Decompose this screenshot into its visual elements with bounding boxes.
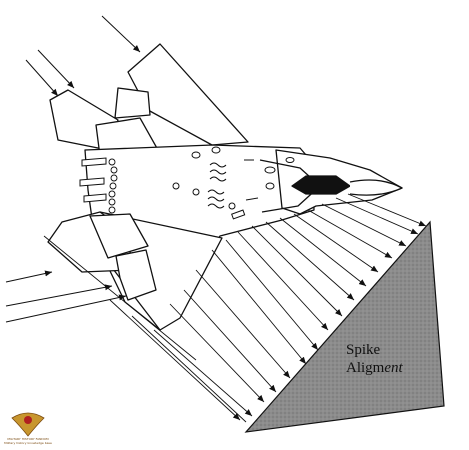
aircraft-planform bbox=[47, 43, 403, 331]
spike-label-line2: Aligment bbox=[346, 360, 403, 377]
side-blades bbox=[79, 157, 107, 203]
surface-details bbox=[172, 146, 295, 220]
logo-subtitle: Military history knowledge base bbox=[4, 441, 52, 445]
logo-caption: MILITARY HISTORY FANDOM Military history… bbox=[4, 437, 52, 445]
upper-tail-fin-base bbox=[114, 87, 151, 119]
lower-stabilizer bbox=[115, 249, 157, 301]
spike-label-roman: Aligm bbox=[346, 360, 385, 376]
nose-cone bbox=[349, 179, 403, 196]
eagle-emblem-icon bbox=[11, 412, 45, 437]
spike-label-italic: ent bbox=[384, 360, 403, 376]
spike-alignment-triangle bbox=[244, 220, 445, 433]
edge-detail-dots bbox=[108, 158, 118, 214]
reflected-radar-rays bbox=[43, 193, 427, 423]
lower-nozzle-flap bbox=[89, 213, 149, 259]
incoming-radar-rays bbox=[5, 15, 141, 323]
spike-label-line1: Spike bbox=[346, 342, 381, 358]
logo-title: MILITARY HISTORY FANDOM bbox=[7, 437, 49, 441]
